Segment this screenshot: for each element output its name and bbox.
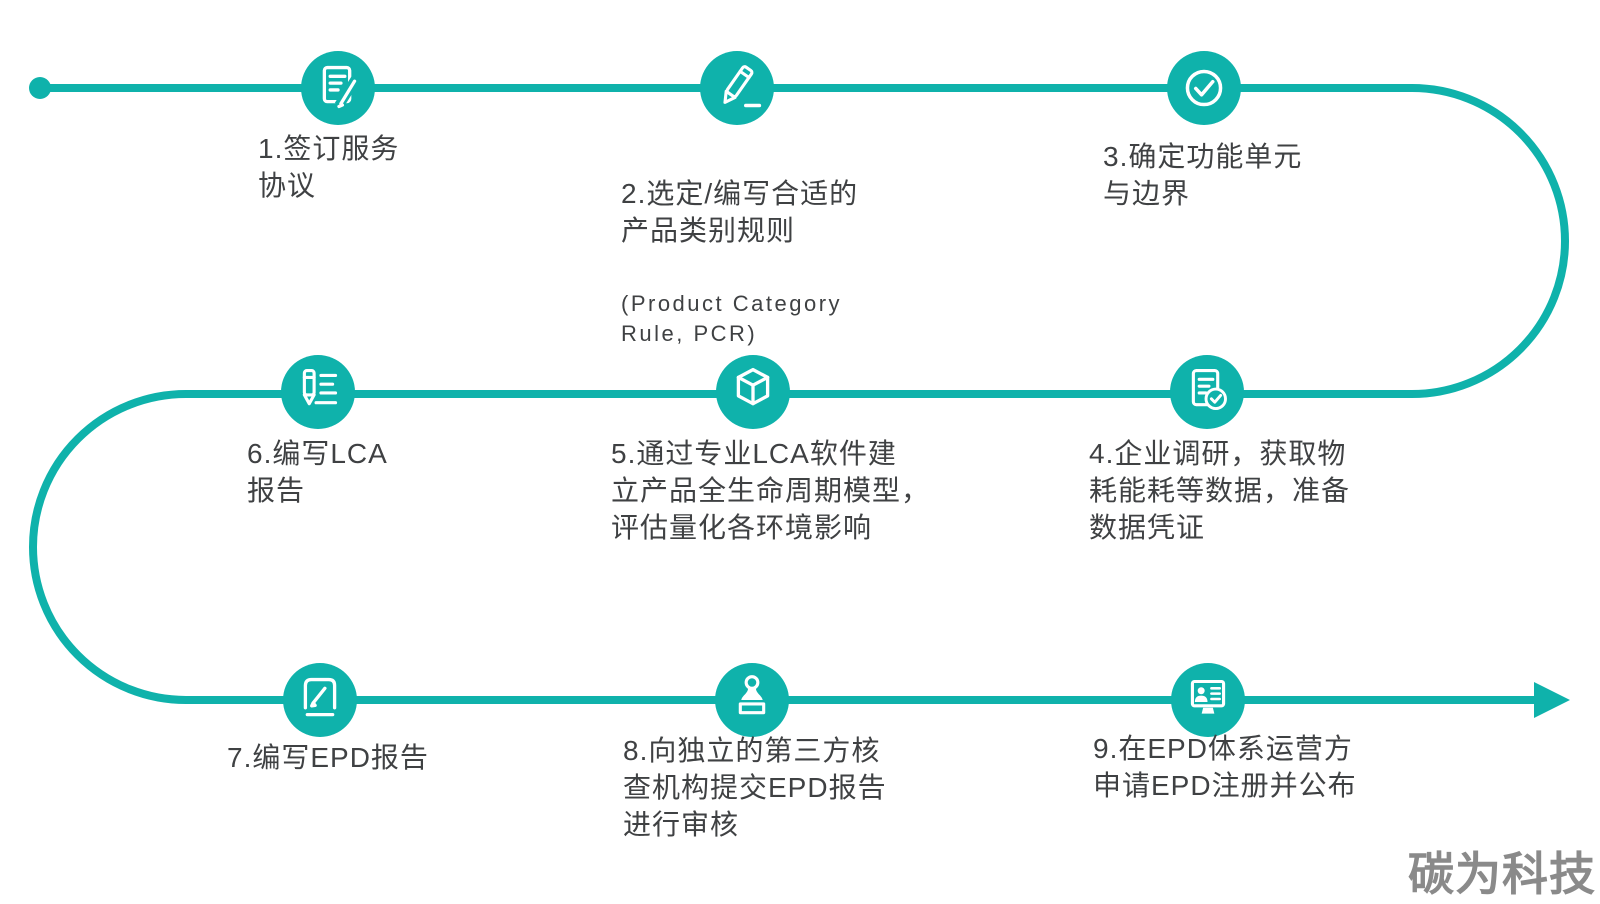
step-8-label: 8.向独立的第三方核 查机构提交EPD报告 进行审核 bbox=[623, 735, 887, 840]
step-3-circle bbox=[1167, 51, 1241, 125]
step-2-label: 2.选定/编写合适的 产品类别规则 (Product Category Rule… bbox=[621, 139, 921, 386]
step-9-circle bbox=[1171, 663, 1245, 737]
contract-document-icon bbox=[322, 65, 360, 109]
arrowhead-icon bbox=[1534, 682, 1570, 718]
step-2-circle bbox=[700, 51, 774, 125]
monitor-id-icon bbox=[1190, 679, 1226, 714]
company-logo: 碳为科技 bbox=[1408, 848, 1596, 900]
step-4-label: 4.企业调研，获取物 耗能耗等数据，准备 数据凭证 bbox=[1089, 438, 1351, 543]
step-6-label: 6.编写LCA 报告 bbox=[247, 438, 388, 506]
step-7-circle bbox=[283, 663, 357, 737]
document-check-icon bbox=[1191, 369, 1227, 411]
step-5-circle bbox=[716, 355, 790, 429]
notebook-pencil-icon bbox=[303, 677, 337, 717]
step-3-label: 3.确定功能单元 与边界 bbox=[1103, 141, 1303, 209]
flow-path bbox=[29, 84, 1569, 704]
step-5-label: 5.通过专业LCA软件建 立产品全生命周期模型， 评估量化各环境影响 bbox=[611, 438, 931, 543]
pen-list-icon bbox=[302, 369, 338, 406]
step-9-label: 9.在EPD体系运营方 申请EPD注册并公布 bbox=[1093, 733, 1357, 801]
step-2-title: 2.选定/编写合适的 产品类别规则 bbox=[621, 177, 859, 246]
pencil-icon bbox=[723, 65, 762, 108]
step-2-subtitle: (Product Category Rule, PCR) bbox=[621, 290, 843, 347]
step-4-circle bbox=[1170, 355, 1244, 429]
check-circle-icon bbox=[1185, 69, 1223, 107]
start-dot-icon bbox=[29, 77, 51, 99]
stamp-icon bbox=[738, 675, 766, 715]
cube-icon bbox=[736, 367, 770, 406]
step-8-circle bbox=[715, 663, 789, 737]
step-6-circle bbox=[281, 355, 355, 429]
step-1-circle bbox=[301, 51, 375, 125]
step-1-label: 1.签订服务 协议 bbox=[258, 133, 400, 201]
step-7-label: 7.编写EPD报告 bbox=[227, 742, 429, 773]
